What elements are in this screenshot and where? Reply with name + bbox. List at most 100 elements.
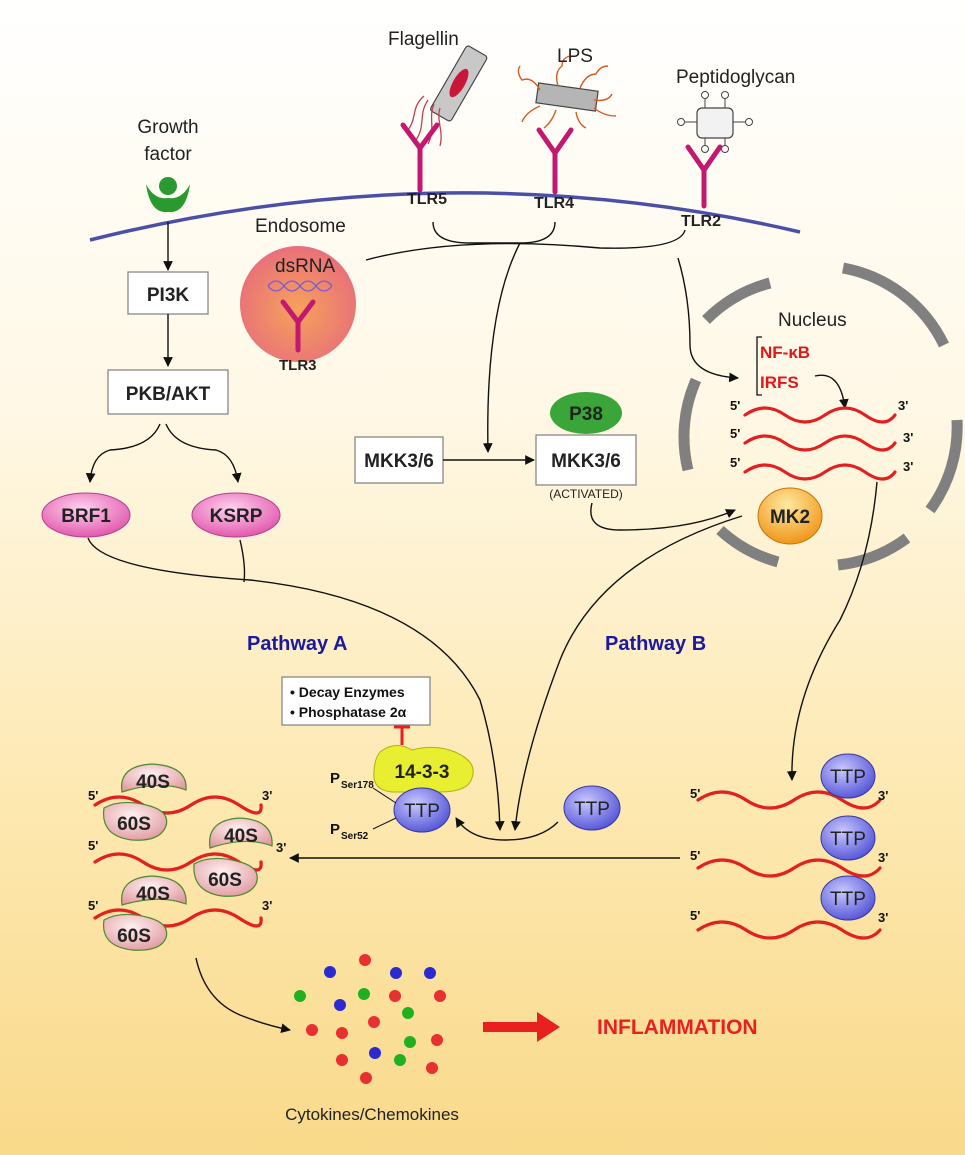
bound-ttp-label-1: TTP (830, 767, 866, 788)
svg-text:3': 3' (276, 840, 286, 855)
nuclear-mrna-group (743, 406, 897, 481)
tlr4-label: TLR4 (534, 195, 574, 212)
arrow-to-mkk36-active (482, 242, 521, 453)
svg-text:5': 5' (690, 848, 700, 863)
arrow-pkb-to-brf1 (85, 423, 161, 483)
inhibition-tee (394, 725, 410, 745)
ksrp-label: KSRP (210, 506, 263, 527)
transcription-factor-bracket (756, 336, 762, 396)
svg-text:3': 3' (878, 910, 888, 925)
ribosome-2: 40S 60S (193, 817, 273, 897)
pathway-a-label: Pathway A (247, 633, 347, 655)
ribosome-1: 40S 60S (102, 763, 187, 841)
arrow-pathway-a (87, 537, 505, 831)
growth-factor-label-line2: factor (144, 144, 192, 165)
protein-14-3-3-node (373, 745, 474, 793)
activated-label: (ACTIVATED) (549, 487, 623, 501)
brf1-node (41, 492, 131, 538)
lps-icon (517, 55, 617, 129)
arrow-translation-to-cytokines (195, 957, 291, 1034)
cytokines-label: Cytokines/Chemokines (285, 1105, 459, 1124)
nucleus-envelope (678, 262, 963, 571)
free-ttp-node (563, 785, 621, 831)
bound-ttp-node-1 (820, 753, 876, 799)
inflammation-label: INFLAMMATION (597, 1016, 758, 1039)
nucleus-label: Nucleus (778, 310, 847, 331)
growth-factor-icon (146, 177, 190, 213)
svg-text:5': 5' (88, 838, 98, 853)
ser178-label: Ser178 (341, 780, 374, 791)
nuclear-mrna-end-labels: 5' 3' 5' 3' 5' 3' (730, 398, 913, 474)
endosome (240, 246, 356, 362)
pathway-b-label: Pathway B (605, 633, 706, 655)
ribosome-2-60s-label: 60S (208, 870, 242, 891)
bound-ttp-label-3: TTP (830, 889, 866, 910)
svg-text:3': 3' (898, 398, 908, 413)
dsrna-helix-icon (267, 280, 333, 292)
ribosome-3: 40S 60S (102, 875, 187, 951)
tlr3-tlr2-junction (365, 229, 686, 261)
peptidoglycan-icon (677, 91, 753, 153)
flagellin-label: Flagellin (388, 29, 459, 50)
ser52-link (372, 817, 397, 830)
mkk36-active-label: MKK3/6 (551, 451, 621, 472)
svg-text:3': 3' (878, 850, 888, 865)
p-ser52-letter: P (330, 821, 340, 838)
free-ttp-label: TTP (574, 799, 610, 820)
svg-text:5': 5' (88, 898, 98, 913)
tlr2-receptor-icon (685, 144, 723, 209)
mkk36-active-box (535, 434, 637, 486)
phospho-ttp-node (393, 787, 451, 833)
ribosome-1-60s-label: 60S (117, 814, 151, 835)
tlr4-receptor-icon (536, 127, 574, 195)
ribosome-3-60s-label: 60S (117, 926, 151, 947)
arrow-to-nucleus (677, 257, 739, 383)
tlr2-label: TLR2 (681, 213, 721, 230)
svg-text:5': 5' (730, 455, 740, 470)
arrow-mkk36-to-mk2 (590, 502, 736, 531)
peptidoglycan-label: Peptidoglycan (676, 67, 795, 88)
svg-text:5': 5' (730, 426, 740, 441)
ribosome-3-40s-label: 40S (136, 884, 170, 905)
cytokine-dots (294, 954, 446, 1084)
bound-ttp-label-2: TTP (830, 829, 866, 850)
ser52-label: Ser52 (341, 831, 369, 842)
arrow-nucleus-to-ttp-mrna (786, 481, 878, 781)
pkb-akt-label: PKB/AKT (126, 384, 211, 405)
growth-factor-label-line1: Growth (137, 117, 198, 138)
pi3k-label: PI3K (147, 285, 190, 306)
ksrp-join-line (239, 539, 246, 583)
flagellin-icon (405, 45, 488, 147)
irfs-label: IRFS (760, 373, 799, 392)
mkk36-label: MKK3/6 (364, 451, 434, 472)
svg-text:5': 5' (730, 398, 740, 413)
ribosome-1-40s-label: 40S (136, 772, 170, 793)
ser178-link (372, 787, 397, 804)
protein-14-3-3-label: 14-3-3 (395, 762, 450, 783)
cell-membrane (89, 191, 801, 242)
nfkb-label: NF-κB (760, 343, 810, 362)
svg-text:3': 3' (903, 459, 913, 474)
brf1-label: BRF1 (61, 506, 111, 527)
bound-ttp-node-3 (820, 875, 876, 921)
p38-node (550, 392, 622, 434)
svg-text:3': 3' (262, 788, 272, 803)
translating-mrna-end-labels: 5' 3' 5' 3' 5' 3' (88, 788, 286, 913)
svg-text:5': 5' (88, 788, 98, 803)
svg-text:5': 5' (690, 908, 700, 923)
phospho-ttp-label: TTP (404, 801, 440, 822)
arrow-pathway-b (511, 515, 743, 831)
decay-enzymes-box (281, 676, 431, 726)
ttp-bound-mrna-end-labels: 5' 3' 5' 3' 5' 3' (690, 786, 888, 925)
pi3k-box (127, 271, 209, 315)
mk2-label: MK2 (770, 507, 810, 528)
tlr3-label: TLR3 (279, 357, 317, 374)
arrow-ttp-phosphorylation (455, 817, 559, 841)
svg-text:3': 3' (903, 430, 913, 445)
svg-text:5': 5' (690, 786, 700, 801)
tlr3-receptor-icon (280, 299, 316, 353)
decay-enzymes-label: • Decay Enzymes (290, 684, 405, 700)
phosphatase-label: • Phosphatase 2α (290, 704, 407, 720)
endosome-label: Endosome (255, 216, 346, 237)
